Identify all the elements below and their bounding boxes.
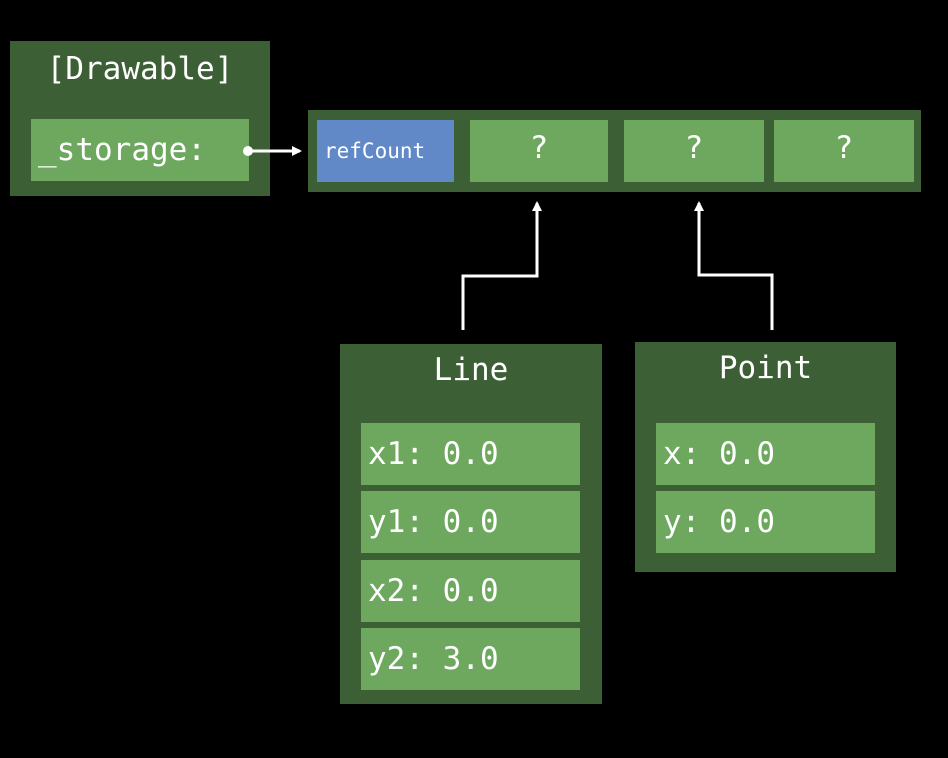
point-to-slot-arrow [694,201,774,330]
buffer-slot: ? [774,120,914,182]
heap-buffer: refCount ? ? ? [308,110,921,192]
line-field-x2: x2: 0.0 [361,560,580,622]
line-field-x1: x1: 0.0 [361,423,580,485]
point-field-x: x: 0.0 [656,423,875,485]
point-field-y: y: 0.0 [656,491,875,553]
buffer-slot: ? [624,120,764,182]
line-to-slot-arrow [461,201,542,330]
line-field-y2: y2: 3.0 [361,628,580,690]
drawable-title: [Drawable] [46,51,234,87]
buffer-slot: ? [470,120,608,182]
point-struct: Point x: 0.0 y: 0.0 [635,342,896,572]
line-field-y1: y1: 0.0 [361,491,580,553]
storage-field: _storage: [31,119,249,181]
drawable-container: [Drawable] _storage: [10,41,270,196]
storage-pointer-arrow [243,146,302,156]
line-title: Line [433,352,509,388]
line-struct: Line x1: 0.0 y1: 0.0 x2: 0.0 y2: 3.0 [340,344,602,704]
point-title: Point [718,350,813,386]
refcount-cell: refCount [317,120,454,182]
